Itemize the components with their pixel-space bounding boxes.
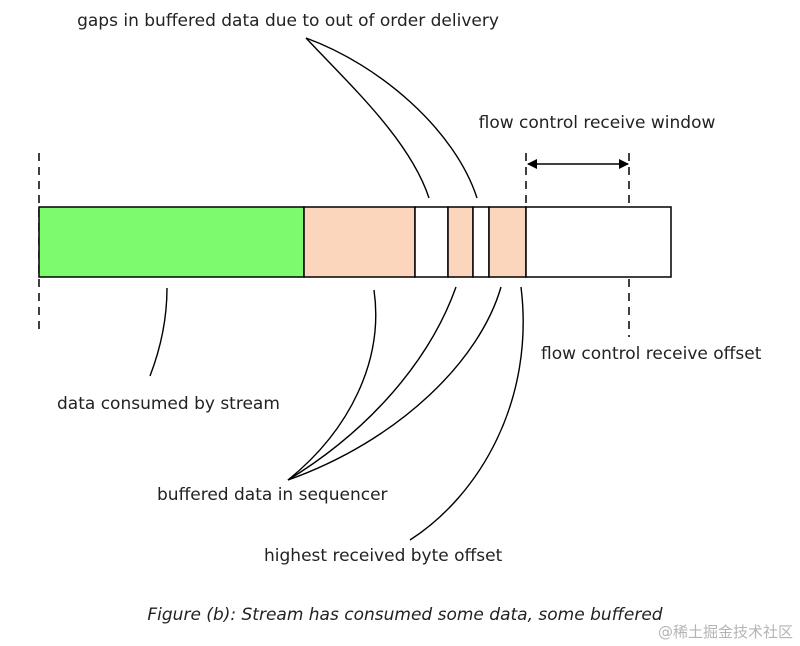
buffered-segment-1	[303, 206, 416, 278]
receive-window-label: flow control receive window	[479, 113, 716, 133]
gap-segment-1	[414, 206, 449, 278]
gaps-pointer-1	[305, 37, 430, 199]
buffered-label: buffered data in sequencer	[157, 485, 388, 505]
buffered-segment-2	[447, 206, 474, 278]
buffered-segment-3	[488, 206, 527, 278]
watermark: @稀土掘金技术社区	[658, 623, 793, 641]
consumed-segment	[38, 206, 305, 278]
stream-bar	[38, 206, 672, 278]
buffered-pointer-2	[287, 286, 457, 481]
figure-caption: Figure (b): Stream has consumed some dat…	[147, 605, 662, 625]
unfilled-window-segment	[525, 206, 672, 278]
gaps-label: gaps in buffered data due to out of orde…	[77, 11, 499, 31]
buffered-pointer-1	[287, 289, 377, 481]
consumed-pointer	[149, 287, 168, 377]
buffered-pointer-3	[287, 286, 502, 481]
consumed-label: data consumed by stream	[57, 394, 280, 414]
highest-offset-label: highest received byte offset	[264, 546, 503, 566]
gaps-pointer-2	[305, 37, 478, 199]
highest-offset-pointer	[409, 286, 524, 541]
gap-segment-2	[472, 206, 490, 278]
receive-offset-label: flow control receive offset	[541, 344, 762, 364]
